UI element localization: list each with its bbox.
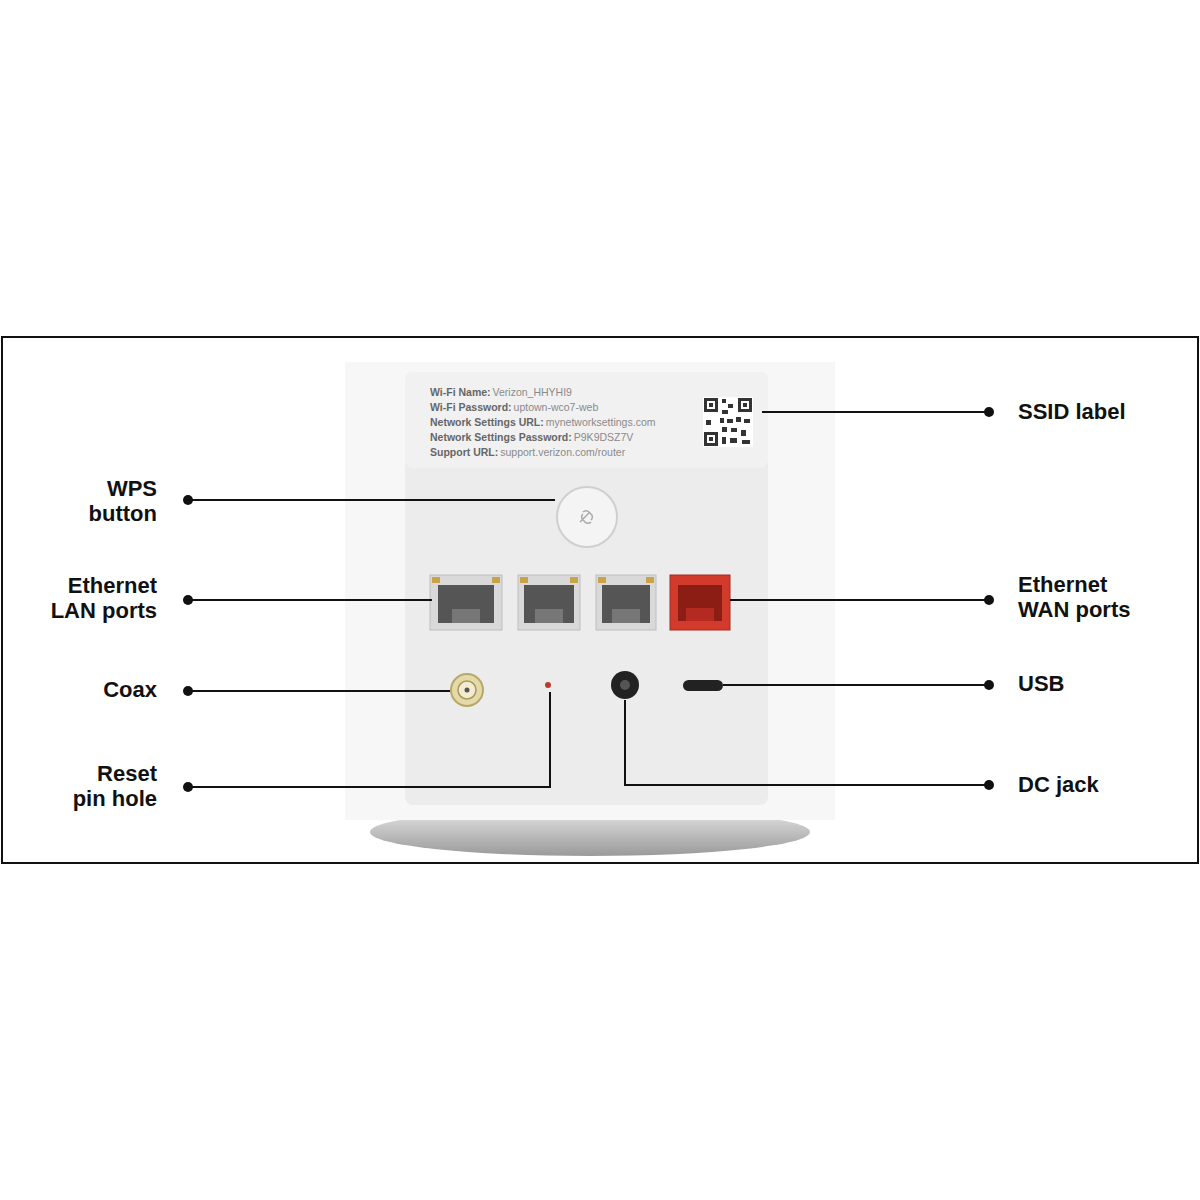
wps-icon	[580, 511, 592, 524]
leader-dots	[183, 407, 994, 792]
sticker-value: Verizon_HHYHI9	[493, 386, 572, 399]
coax-connector	[458, 681, 476, 699]
sticker-value: uptown-wco7-web	[514, 401, 599, 414]
frame	[2, 337, 1198, 863]
sticker-value: P9K9DSZ7V	[574, 431, 634, 444]
callout-label: Coax	[103, 677, 157, 702]
lan-port	[518, 575, 580, 630]
lan-port	[430, 575, 502, 630]
coax-connector	[451, 674, 483, 706]
sticker-key: Network Settings Password:	[430, 431, 572, 444]
wps-button	[557, 487, 617, 547]
leader-lines	[188, 412, 989, 787]
reset-hole	[545, 682, 551, 688]
coax-pin	[465, 688, 470, 693]
callout-label: SSID label	[1018, 399, 1126, 424]
sticker-line: Wi-Fi Name:Verizon_HHYHI9	[430, 386, 572, 399]
lan-port	[596, 575, 656, 630]
sticker-value: mynetworksettings.com	[546, 416, 656, 429]
sticker-key: Network Settings URL:	[430, 416, 544, 429]
sticker-key: Support URL:	[430, 446, 498, 459]
callout-label: Reset pin hole	[67, 761, 157, 812]
usb-port	[683, 680, 723, 691]
qr-code	[703, 397, 753, 447]
callout-label: Ethernet WAN ports	[1018, 572, 1158, 623]
sticker-key: Wi-Fi Name:	[430, 386, 491, 399]
sticker-value: support.verizon.com/router	[500, 446, 625, 459]
sticker-line: Network Settings URL:mynetworksettings.c…	[430, 416, 655, 429]
callout-label: DC jack	[1018, 772, 1099, 797]
dc-jack	[620, 680, 630, 690]
callout-label: Ethernet LAN ports	[45, 573, 157, 624]
sticker-line: Network Settings Password:P9K9DSZ7V	[430, 431, 633, 444]
callout-label: WPS button	[67, 476, 157, 527]
sticker-line: Support URL:support.verizon.com/router	[430, 446, 625, 459]
wan-port	[670, 575, 730, 630]
sticker-line: Wi-Fi Password:uptown-wco7-web	[430, 401, 598, 414]
sticker	[405, 372, 768, 468]
router-body	[345, 362, 835, 820]
dc-jack	[611, 671, 639, 699]
rear-panel	[405, 372, 768, 805]
sticker-key: Wi-Fi Password:	[430, 401, 512, 414]
callout-label: USB	[1018, 671, 1064, 696]
